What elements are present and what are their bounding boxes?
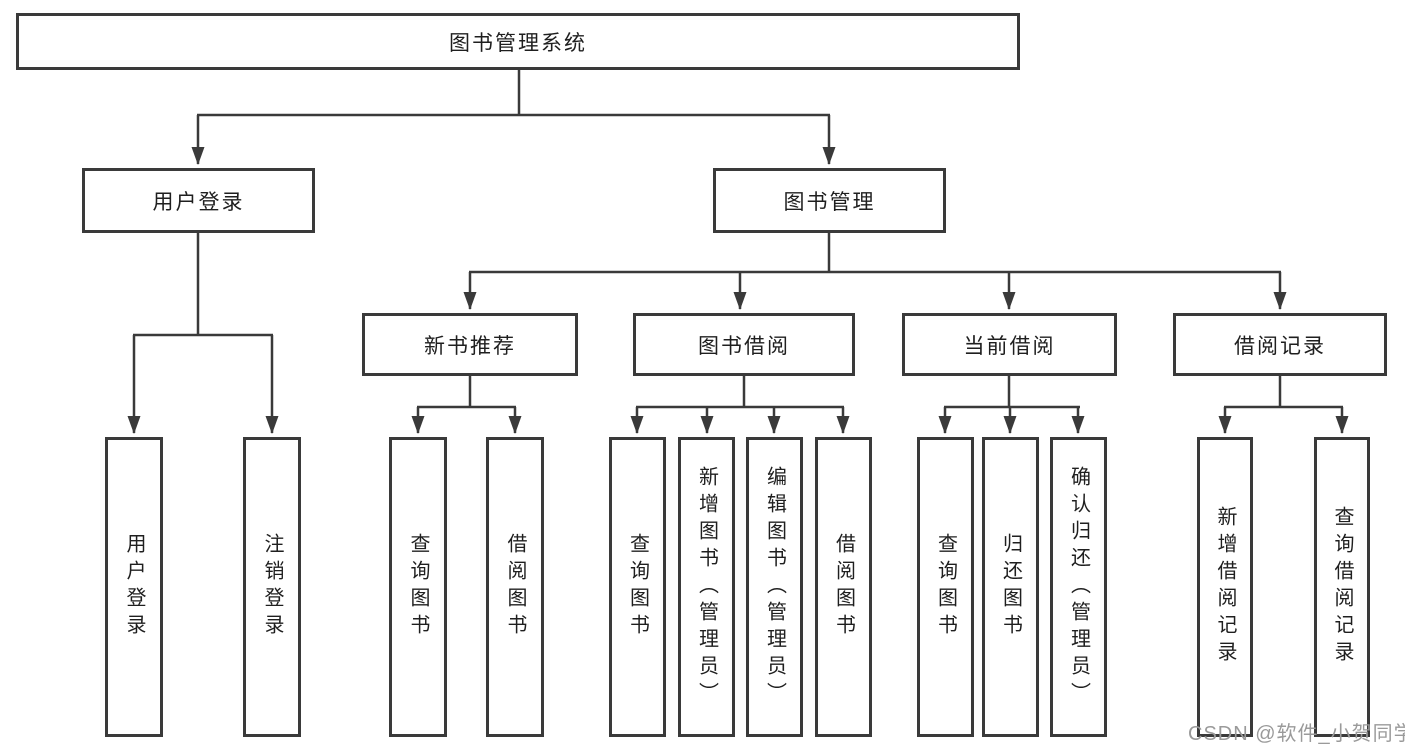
csdn-watermark: CSDN @软件_小贺同学 [1188, 723, 1405, 745]
leaf-recommend-borrow-books: 借阅图书 [486, 437, 544, 737]
leaf-logout: 注销登录 [243, 437, 301, 737]
leaf-logout-label: 注销登录 [261, 533, 283, 641]
leaf-edit-books-admin: 编辑图书（管理员） [746, 437, 803, 737]
leaf-add-borrow-record-label: 新增借阅记录 [1214, 506, 1236, 668]
node-new-book-recommend-label: 新书推荐 [424, 334, 516, 358]
leaf-confirm-return-admin-label: 确认归还（管理员） [1067, 465, 1090, 709]
leaf-return-books: 归还图书 [982, 437, 1039, 737]
leaf-borrow-books: 借阅图书 [815, 437, 872, 737]
node-new-book-recommend: 新书推荐 [362, 313, 578, 376]
node-library-system-label: 图书管理系统 [449, 31, 587, 55]
leaf-current-query-books-label: 查询图书 [934, 533, 957, 641]
leaf-borrow-query-books-label: 查询图书 [626, 533, 649, 641]
node-user-login: 用户登录 [82, 168, 315, 233]
leaf-current-query-books: 查询图书 [917, 437, 974, 737]
node-current-borrow: 当前借阅 [902, 313, 1117, 376]
node-borrow-records: 借阅记录 [1173, 313, 1387, 376]
leaf-recommend-query-books: 查询图书 [389, 437, 447, 737]
node-borrow-records-label: 借阅记录 [1234, 334, 1326, 358]
node-user-login-label: 用户登录 [152, 190, 245, 214]
leaf-return-books-label: 归还图书 [999, 533, 1022, 641]
node-book-borrow-label: 图书借阅 [698, 334, 790, 358]
leaf-query-borrow-record: 查询借阅记录 [1314, 437, 1370, 737]
leaf-user-login: 用户登录 [105, 437, 163, 737]
leaf-edit-books-admin-label: 编辑图书（管理员） [763, 465, 786, 709]
node-book-management-label: 图书管理 [783, 190, 876, 214]
node-current-borrow-label: 当前借阅 [963, 334, 1056, 358]
leaf-query-borrow-record-label: 查询借阅记录 [1331, 506, 1353, 668]
leaf-user-login-label: 用户登录 [123, 533, 145, 641]
leaf-confirm-return-admin: 确认归还（管理员） [1050, 437, 1107, 737]
leaf-add-books-admin: 新增图书（管理员） [678, 437, 735, 737]
node-library-system: 图书管理系统 [16, 13, 1020, 70]
leaf-recommend-query-books-label: 查询图书 [407, 533, 429, 641]
leaf-recommend-borrow-books-label: 借阅图书 [504, 533, 526, 641]
leaf-borrow-books-label: 借阅图书 [832, 533, 855, 641]
leaf-add-books-admin-label: 新增图书（管理员） [695, 465, 718, 709]
node-book-management: 图书管理 [713, 168, 946, 233]
leaf-add-borrow-record: 新增借阅记录 [1197, 437, 1253, 737]
leaf-borrow-query-books: 查询图书 [609, 437, 666, 737]
node-book-borrow: 图书借阅 [633, 313, 855, 376]
